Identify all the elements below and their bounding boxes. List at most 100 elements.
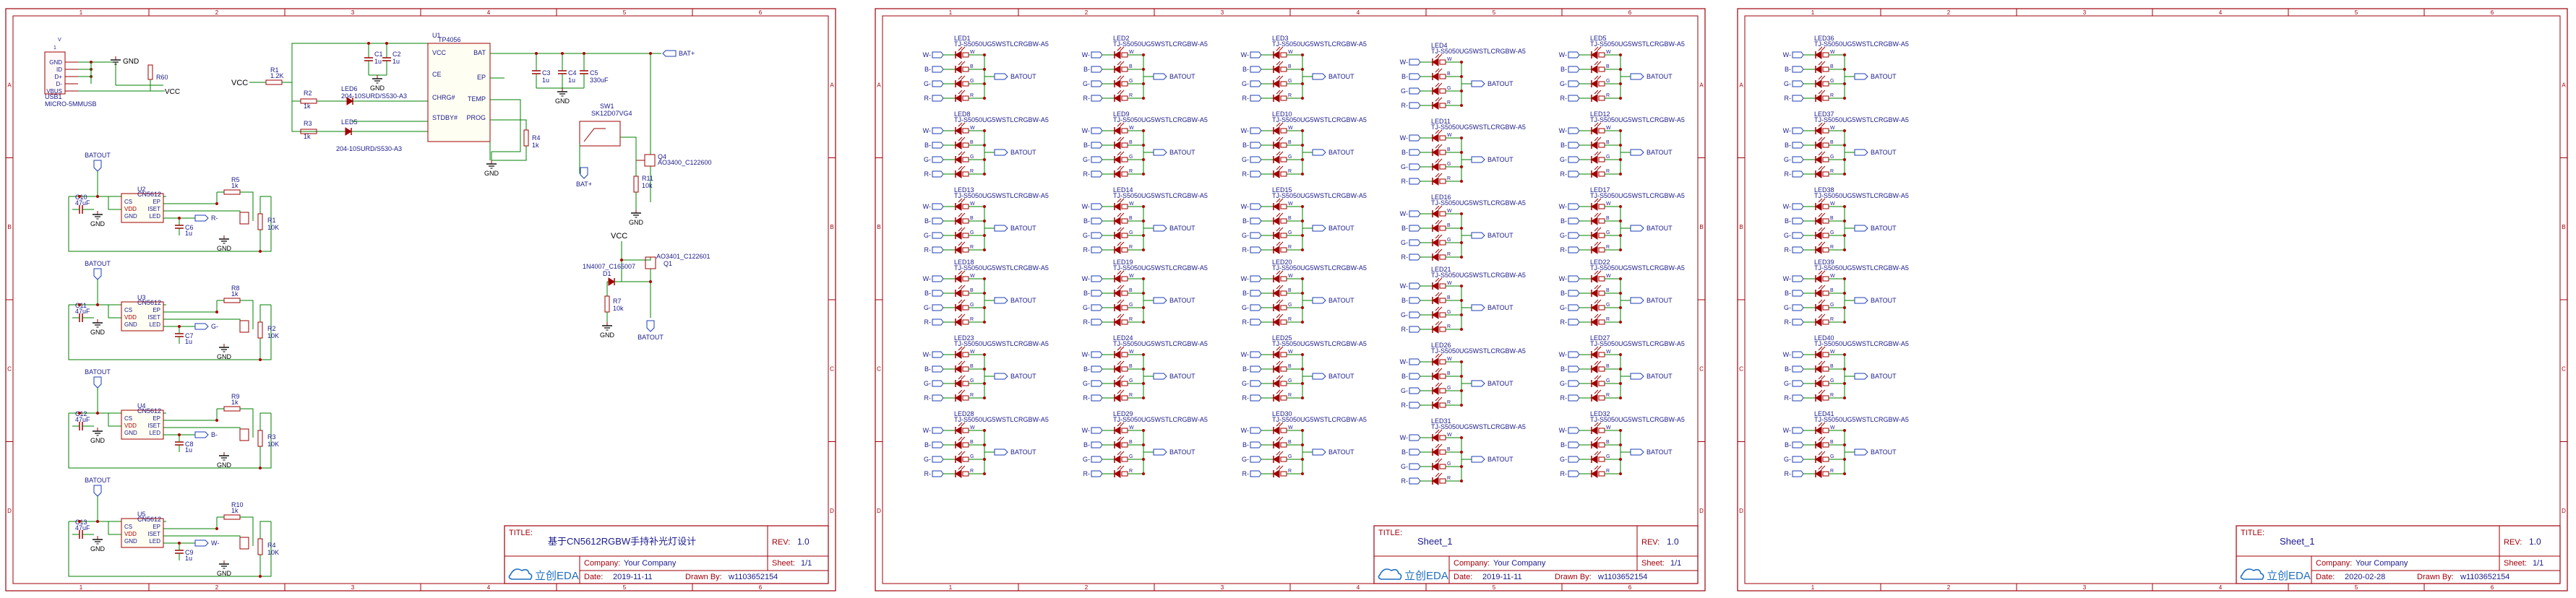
company-label: Company: — [1454, 559, 1490, 568]
led-pin-label: W- — [1400, 434, 1408, 441]
batout-label: BATOUT — [1010, 149, 1036, 156]
batout-port-flag — [1471, 380, 1485, 387]
led-part: TJ-S5050UG5WSTLCRGBW-A5 — [954, 340, 1049, 347]
led-diode-icon — [955, 202, 962, 211]
junction-dot — [983, 396, 986, 399]
c1-value: 1u — [374, 58, 382, 65]
driver-ic-body — [121, 301, 164, 332]
batout-port-flag — [1630, 297, 1644, 304]
emission-arrow — [1120, 90, 1125, 95]
emission-arrow — [1279, 375, 1284, 380]
emission-arrow — [1821, 75, 1826, 80]
pin-stub — [1822, 366, 1829, 372]
emission-arrow — [1276, 270, 1281, 275]
pin-port-flag — [1568, 351, 1580, 358]
pin-port-flag — [932, 217, 944, 225]
led-channel-label: B — [1606, 288, 1610, 293]
led-diode-icon — [1114, 318, 1121, 326]
led-pin-label: B- — [1242, 66, 1249, 73]
pin-stub — [1280, 204, 1287, 209]
led-diode-icon — [955, 426, 962, 435]
led-pin-label: G- — [1242, 156, 1249, 163]
emission-arrow — [1117, 436, 1122, 441]
emission-arrow — [1117, 389, 1122, 394]
pin-stub — [1822, 171, 1829, 177]
emission-arrow — [961, 299, 966, 304]
switch-ref: SW1 — [600, 103, 614, 110]
emission-arrow — [961, 122, 966, 127]
led-channel-label: W — [1447, 281, 1452, 286]
led-channel-label: G — [1447, 86, 1451, 91]
junction-dot — [1142, 306, 1145, 309]
junction-dot — [1301, 234, 1304, 237]
border-col-label: 2 — [1085, 9, 1089, 16]
emission-arrow — [1594, 375, 1599, 380]
pin-stub — [1439, 150, 1446, 155]
led-pin-label: B- — [1401, 73, 1408, 80]
emission-arrow — [1435, 396, 1440, 402]
border-col-label: 5 — [623, 9, 627, 16]
emission-arrow — [1821, 465, 1826, 470]
wire — [240, 300, 254, 329]
led-channel-label: G — [970, 79, 974, 84]
junction-dot — [1843, 472, 1846, 475]
led-pin-label: R- — [1401, 477, 1409, 485]
junction-dot — [1142, 368, 1145, 370]
rev-label: REV: — [1641, 538, 1660, 547]
led-part: TJ-S5050UG5WSTLCRGBW-A5 — [1272, 40, 1367, 48]
junction-dot — [1619, 306, 1622, 309]
junction-dot — [1460, 104, 1463, 107]
emission-arrow — [1117, 75, 1122, 80]
cout-ref: C7 — [185, 332, 194, 339]
ground-label: GND — [370, 84, 385, 92]
led-channel-label: R — [1129, 245, 1133, 250]
r1-ref: R1 — [270, 66, 279, 74]
junction-dot — [367, 42, 370, 45]
led-diode-icon — [1273, 274, 1280, 283]
cap-ref: C13 — [75, 519, 87, 526]
led-channel-label: W — [970, 50, 975, 55]
pin-port-flag — [1568, 246, 1580, 254]
emission-arrow — [958, 90, 963, 95]
border-col-label: 4 — [2219, 9, 2223, 16]
led-pin-label: W- — [1082, 51, 1090, 58]
led-channel-label: G — [1830, 378, 1834, 384]
emission-arrow — [1821, 436, 1826, 441]
led-diode-icon — [1432, 58, 1439, 66]
led-pin-label: B- — [1560, 217, 1567, 225]
led-diode-icon — [1114, 170, 1121, 178]
pin-stub — [1439, 178, 1446, 184]
pin-stub — [1598, 66, 1605, 72]
pin-stub — [1280, 428, 1287, 433]
sheet-number-value: 1/1 — [801, 559, 812, 568]
emission-arrow — [1117, 90, 1122, 95]
wire — [163, 210, 241, 212]
emission-arrow — [1435, 321, 1440, 326]
junction-dot — [983, 353, 986, 356]
led-pin-label: B- — [1560, 290, 1567, 297]
ic-pin-label: LED — [149, 430, 160, 436]
pin-stub — [1439, 373, 1446, 379]
junction-dot — [1301, 472, 1304, 475]
led-channel-label: R — [1447, 476, 1451, 481]
emission-arrow — [1276, 46, 1281, 51]
pin-stub — [1822, 157, 1829, 162]
ground-label: GND — [217, 462, 232, 469]
led-pin-label: B- — [1401, 448, 1408, 456]
pin-stub — [1121, 247, 1128, 253]
batout-port-flag — [1153, 225, 1167, 232]
emission-arrow — [1120, 165, 1125, 170]
emission-arrow — [958, 136, 963, 142]
led-ref: LED22 — [1590, 259, 1610, 266]
led-part: TJ-S5050UG5WSTLCRGBW-A5 — [1590, 116, 1685, 124]
junction-dot — [1301, 82, 1304, 85]
pin-port-flag — [932, 290, 944, 297]
led-diode-icon — [1273, 126, 1280, 135]
emission-arrow — [1597, 227, 1602, 232]
ic-pin-label: GND — [124, 213, 137, 220]
pin-stub — [1598, 319, 1605, 325]
rtop-ref: R8 — [231, 285, 240, 292]
pin-port-flag — [1409, 73, 1421, 80]
ic-pin-label: GND — [124, 321, 137, 328]
emission-arrow — [1438, 368, 1443, 373]
